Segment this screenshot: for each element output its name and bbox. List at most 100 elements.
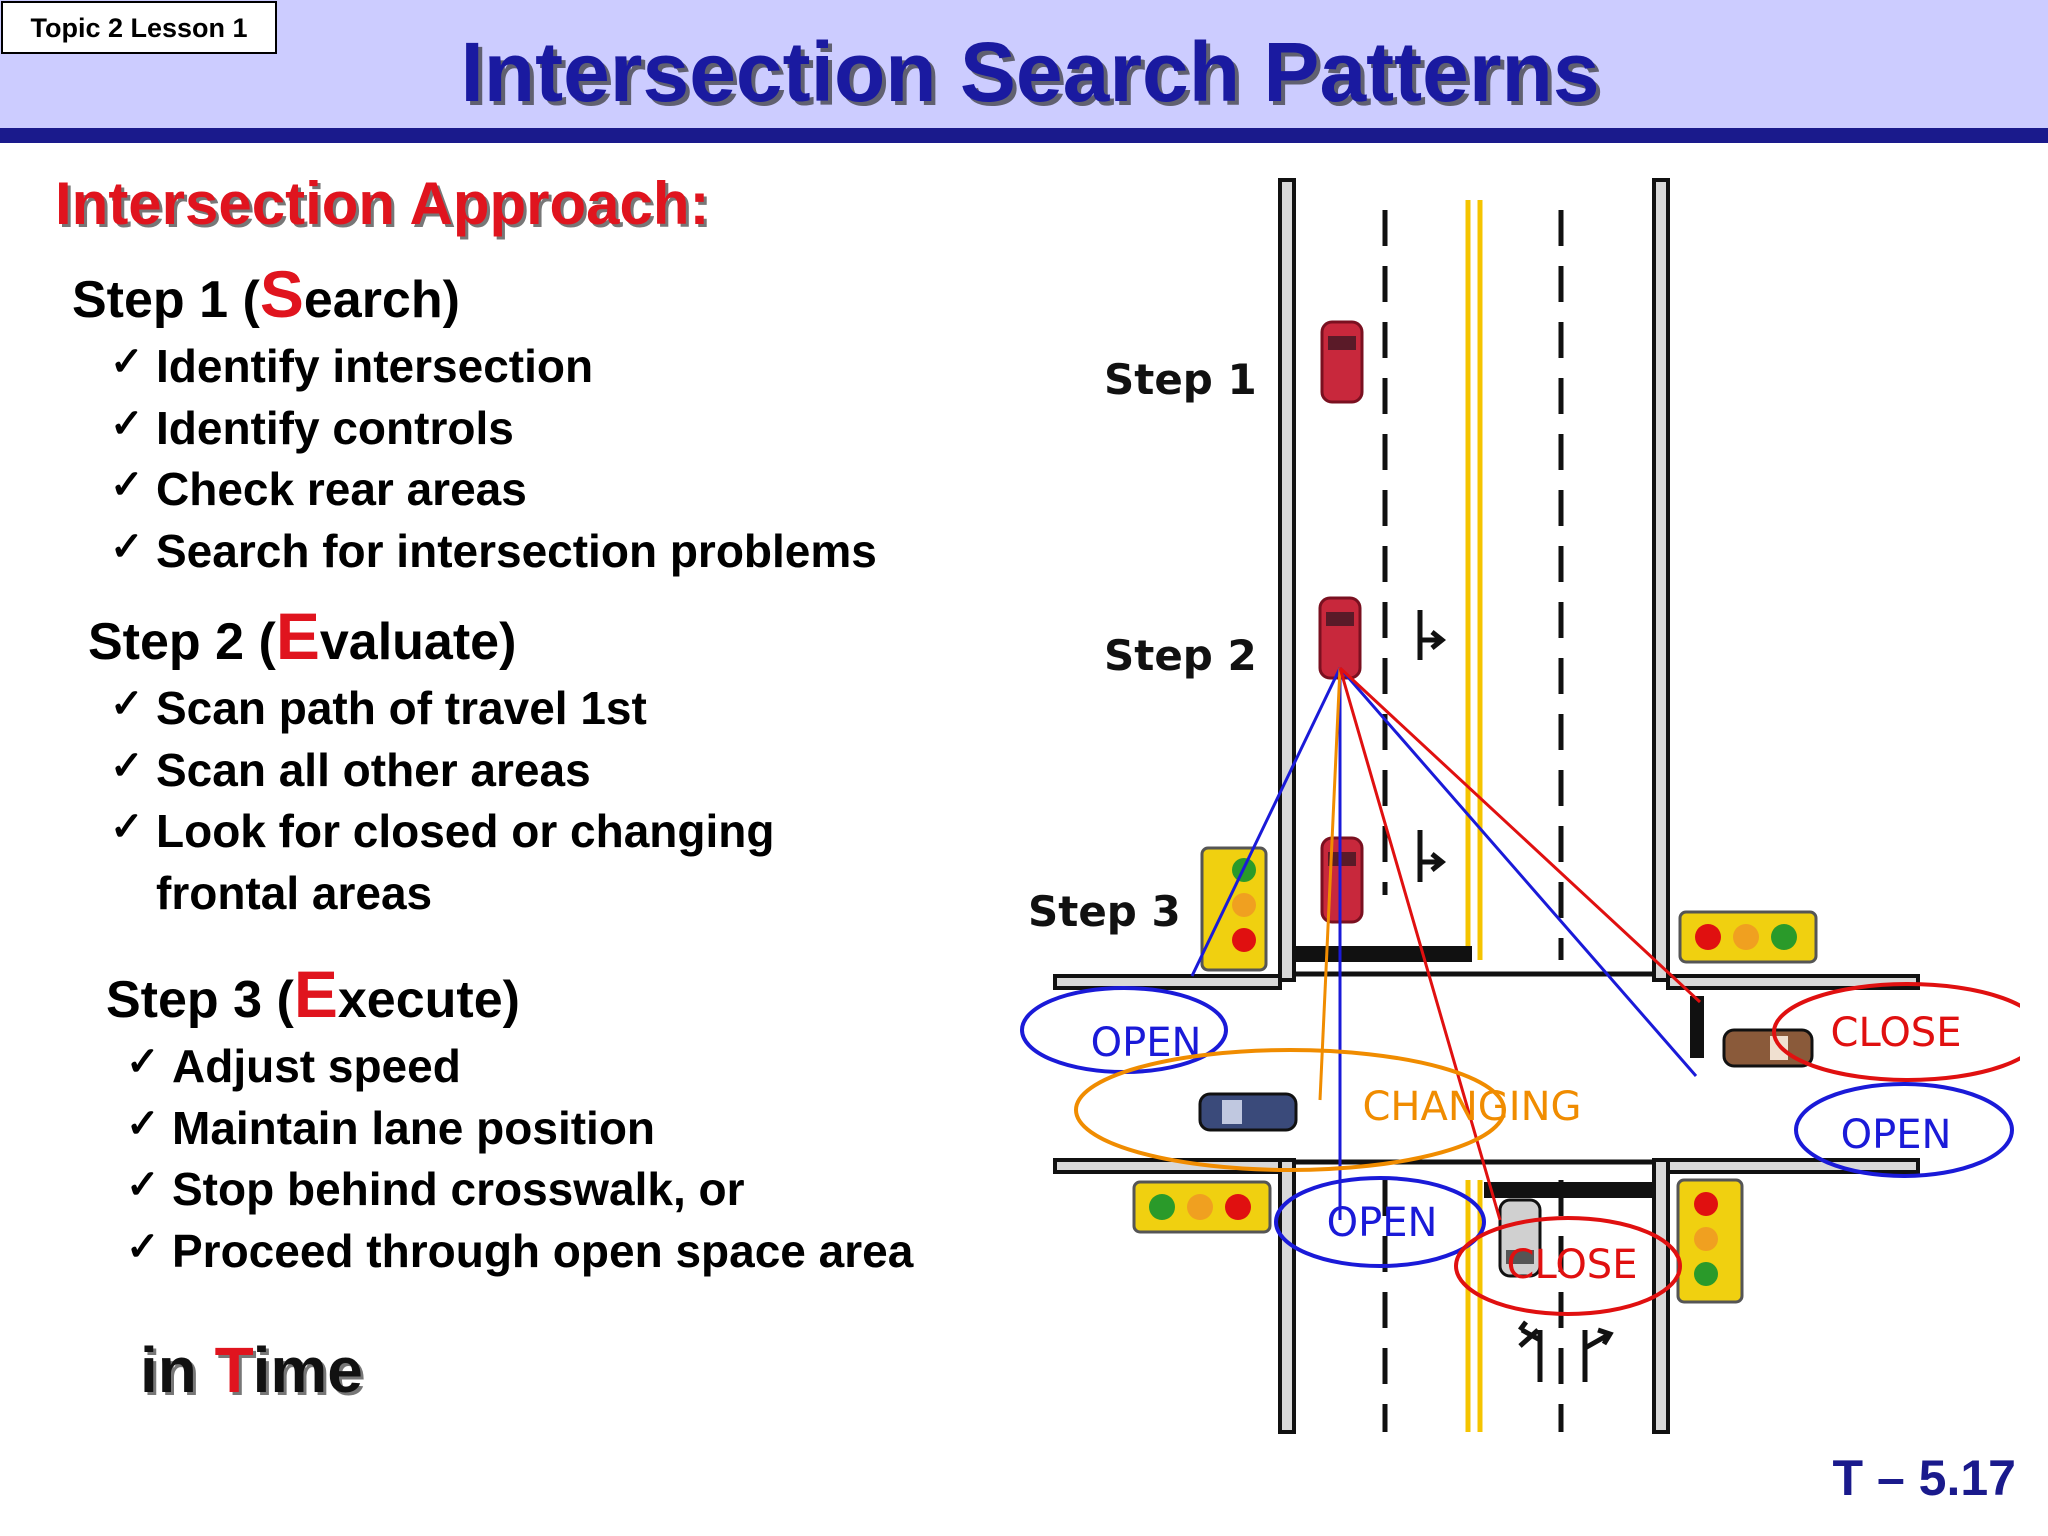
- in-time-text: in Time: [140, 1330, 363, 1410]
- stop-line-east: [1690, 996, 1704, 1058]
- signal-light-red: [1694, 1192, 1718, 1216]
- check-icon: ✓: [126, 1101, 160, 1146]
- step-1-prefix: Step 1 (: [72, 271, 260, 329]
- car-window: [1328, 336, 1356, 350]
- slide-number: T – 5.17: [1832, 1450, 2016, 1506]
- list-item: ✓Check rear areas: [110, 459, 877, 521]
- signal-light-red: [1225, 1194, 1251, 1220]
- center-double-yellow: [1465, 200, 1483, 1432]
- traffic-signals: [1132, 846, 1818, 1304]
- sight-line-open-right: [1338, 667, 1698, 1077]
- signal-light-green: [1149, 1194, 1175, 1220]
- list-item: ✓ Maintain lane position: [126, 1098, 913, 1160]
- topic-lesson-label: Topic 2 Lesson 1: [1, 1, 277, 54]
- in-time-part2: ime: [252, 1334, 363, 1406]
- step-1-suffix: earch): [303, 271, 460, 329]
- step-1-bullet-list: ✓Identify intersection ✓Identify control…: [110, 336, 877, 582]
- car-window: [1506, 1250, 1534, 1264]
- zone-close-right-label: CLOSE: [1831, 1010, 1962, 1056]
- list-item: ✓Identify controls: [110, 398, 877, 460]
- car-step-1: [1320, 320, 1364, 404]
- step-2-heading: Step 2 (Evaluate): [88, 603, 516, 674]
- step-3-letter: E: [293, 957, 338, 1031]
- list-item: ✓ Look for closed or changing: [110, 801, 774, 863]
- turn-arrow-icon: [1582, 1327, 1614, 1382]
- car-step-2: [1318, 596, 1362, 680]
- road-edge-right-upper: [1652, 178, 1670, 982]
- bullet-text: Identify controls: [156, 401, 514, 454]
- check-icon: ✓: [110, 682, 144, 726]
- in-time-letter: T: [214, 1334, 253, 1406]
- signal-light-green: [1771, 924, 1797, 950]
- zone-changing-label: CHANGING: [1362, 1084, 1581, 1130]
- section-subtitle: Intersection Approach:: [55, 170, 710, 237]
- cross-edge-upper-left: [1053, 974, 1282, 990]
- step-3-label: Step 3: [1028, 887, 1181, 936]
- step-3-prefix: Step 3 (: [106, 971, 294, 1029]
- list-item: ✓Proceed through open space area: [126, 1221, 913, 1283]
- step-2-label: Step 2: [1104, 631, 1257, 680]
- turn-arrow-icons: [1417, 610, 1614, 1382]
- step-1-heading: Step 1 (Search): [72, 261, 460, 332]
- zone-close-right-ellipse: [1772, 982, 2020, 1082]
- list-item: ✓ Scan all other areas: [110, 740, 774, 802]
- car-body: [1320, 320, 1364, 404]
- check-icon: ✓: [126, 1163, 160, 1207]
- turn-arrow-icon: [1417, 610, 1447, 660]
- check-icon: ✓: [110, 805, 144, 849]
- turn-arrow-icon: [1518, 1320, 1543, 1382]
- sight-line-open-left: [1190, 667, 1342, 977]
- stop-line-south: [1484, 1182, 1654, 1198]
- zone-open-bottom-label: OPEN: [1327, 1200, 1438, 1246]
- bullet-text: Proceed through open space area: [172, 1224, 914, 1277]
- cars: [1198, 320, 1814, 1278]
- car-window: [1328, 852, 1356, 866]
- bullet-text: Adjust speed: [172, 1040, 461, 1092]
- step-1-label: Step 1: [1104, 355, 1257, 404]
- bullet-text: Look for closed or changing: [156, 805, 775, 857]
- car-cross-traffic: [1198, 1092, 1298, 1132]
- traffic-signal-south-icon: [1676, 1178, 1744, 1304]
- list-item: ✓Scan path of travel 1st: [110, 678, 774, 740]
- sight-line-close-right: [1338, 666, 1702, 1004]
- sight-line-changing: [1318, 667, 1342, 1101]
- in-time-part1: in: [140, 1334, 215, 1406]
- car-window: [1326, 612, 1354, 626]
- traffic-signal-north-icon: [1200, 846, 1268, 972]
- step-2-prefix: Step 2 (: [88, 613, 276, 671]
- signal-light-yellow: [1232, 893, 1256, 917]
- bullet-text: Stop behind crosswalk, or: [172, 1163, 745, 1215]
- search-sight-lines: [1190, 666, 1702, 1221]
- bullet-text: Maintain lane position: [172, 1101, 656, 1154]
- traffic-signal-east-icon: [1678, 910, 1818, 964]
- bullet-text: Scan all other areas: [156, 743, 591, 796]
- zone-changing-ellipse: [1074, 1048, 1506, 1172]
- traffic-signal-west-icon: [1132, 1180, 1272, 1234]
- intersection-diagram: Step 1 Step 2 Step 3 OPEN CHANGING CLOSE…: [1020, 178, 2020, 1434]
- check-icon: ✓: [126, 1040, 160, 1084]
- list-item: frontal areas: [110, 863, 774, 925]
- step-2-bullet-list: ✓Scan path of travel 1st ✓ Scan all other…: [110, 678, 774, 924]
- check-icon: ✓: [110, 743, 144, 788]
- step-3-heading: Step 3 (Execute): [106, 961, 520, 1032]
- zone-markers: OPEN CHANGING CLOSE OPEN OPEN CLOSE: [1020, 982, 2020, 1316]
- zone-close-bottom-ellipse: [1454, 1216, 1682, 1316]
- turn-arrow-icon: [1417, 830, 1447, 882]
- list-item: ✓ Adjust speed: [126, 1036, 913, 1098]
- signal-light-yellow: [1187, 1194, 1213, 1220]
- list-item: ✓Identify intersection: [110, 336, 877, 398]
- signal-light-red: [1695, 924, 1721, 950]
- check-icon: ✓: [110, 463, 144, 507]
- car-body: [1198, 1092, 1298, 1132]
- zone-open-bottom-ellipse: [1274, 1176, 1486, 1268]
- check-icon: ✓: [110, 524, 144, 569]
- list-item: ✓Search for intersection problems: [110, 521, 877, 583]
- header-rule: [0, 128, 2048, 143]
- road-edge-left-lower: [1278, 1158, 1296, 1434]
- step-3-suffix: xecute): [337, 971, 520, 1029]
- signal-light-red: [1232, 928, 1256, 952]
- signal-light-green: [1694, 1262, 1718, 1286]
- step-2-letter: E: [275, 599, 320, 673]
- signal-light-yellow: [1694, 1227, 1718, 1251]
- lane-dividers: [1382, 210, 1564, 1432]
